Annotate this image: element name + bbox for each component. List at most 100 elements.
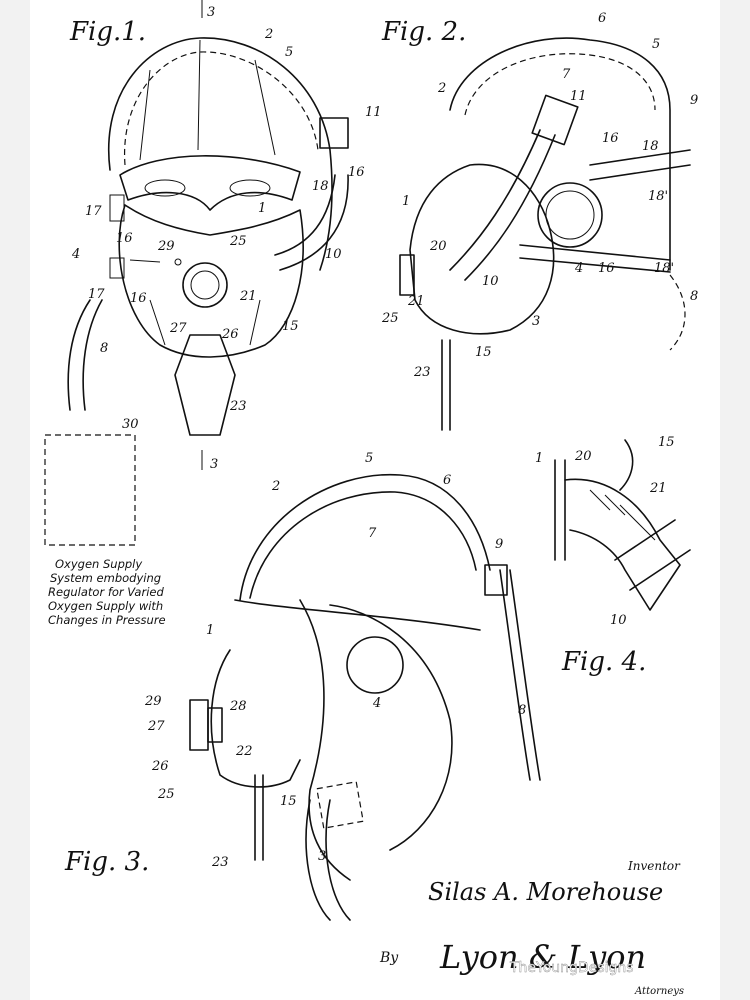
valve-insert [207,707,223,743]
ref-number: 23 [211,855,229,870]
tube-23-section [254,774,264,861]
ref-number: 16 [602,131,619,146]
helmet-shell [239,473,491,601]
ref-number: 16 [348,165,365,180]
hose-clamp-side [531,94,579,146]
ref-number: 21 [239,289,257,304]
mask-front-plate [399,254,415,296]
ref-number: 3 [318,849,326,864]
ref-number: 7 [562,67,571,82]
ref-number: 5 [652,37,660,52]
helmet-rim [234,599,481,631]
connector-hatching [589,489,656,541]
fig4-label: Fig. 4. [561,647,646,677]
ref-number: 18' [654,261,674,276]
ref-number: 21 [407,294,425,309]
patent-drawing: Fig.1. 3 2 5 [44,0,698,997]
ref-number: 25 [381,311,399,326]
fig3-reference-numbers: 5 2 6 7 9 1 4 8 29 28 27 22 26 25 15 23 … [144,451,526,870]
strap-upper [589,149,691,181]
helmet-outline-side [449,37,671,271]
mask-body [118,204,304,358]
ref-number: 25 [157,787,175,802]
figure-3: Fig. 3. 5 2 6 7 9 1 4 8 29 28 27 22 26 2… [64,451,541,921]
fig4-reference-numbers: 1 20 15 21 10 [535,435,675,628]
strap-buckle-left-upper [109,194,125,222]
mask-wall [554,459,566,561]
ref-number: 11 [365,105,382,120]
ref-number: 5 [285,45,293,60]
attorney-signature: Lyon & Lyon [439,938,646,976]
goggle-frame [119,155,301,211]
helmet-inner-seam [124,51,319,166]
figure-4: Fig. 4. 1 20 15 21 10 [535,435,691,677]
side-flap [329,604,453,851]
signature-block: Inventor Silas A. Morehouse By Lyon & Ly… [379,859,684,997]
ref-number: 3 [207,5,215,20]
ear-cup-inner [545,190,595,240]
ref-number: 23 [413,365,431,380]
figure-2: Fig. 2. 6 5 7 2 11 9 18 16 18' 1 20 10 4… [381,11,698,431]
tube-23-side [441,339,451,431]
fig2-reference-numbers: 6 5 7 2 11 9 18 16 18' 1 20 10 4 16 18' … [381,11,698,380]
ref-number: 6 [443,473,451,488]
ref-number: 5 [365,451,373,466]
ref-number: 27 [147,719,165,734]
watermark: TheYoungDesigns [509,960,634,976]
helmet-liner [249,491,477,599]
ref-number: 2 [437,81,446,96]
line-8-side [669,274,686,351]
ref-number: 8 [100,341,108,356]
strap-lower [519,244,671,273]
box-note-line: Regulator for Varied [48,585,164,599]
ear-opening [346,636,404,694]
ref-number: 7 [368,526,377,541]
supply-line [67,299,103,411]
ref-number: 23 [229,399,247,414]
ref-number: 18 [312,179,329,194]
ref-number: 22 [235,744,253,759]
ref-number: 21 [649,481,667,496]
ref-number: 1 [258,201,266,216]
ref-number: 20 [574,449,592,464]
mask-section [210,649,301,788]
ref-number: 10 [610,613,627,628]
mask-body-side [409,163,555,335]
oxygen-supply-box [44,434,136,546]
ref-number: 30 [122,417,139,432]
ref-number: 6 [598,11,606,26]
hose-side [449,129,556,281]
box-note-line: Oxygen Supply with [48,599,163,613]
ear-cup [537,182,603,248]
ref-number: 8 [690,289,698,304]
ref-number: 11 [570,89,587,104]
figure-1: Fig.1. 3 2 5 [44,0,382,627]
ref-number: 8 [518,703,526,718]
ref-number: 16 [598,261,615,276]
hose-clamp [319,117,349,149]
valve-screw [174,258,182,266]
ref-number: 17 [88,287,105,302]
left-eye [144,179,186,197]
ref-number: 1 [206,623,214,638]
helmet-inner-seam-side [464,53,656,116]
face-outline [299,599,351,881]
ref-number: 4 [574,261,583,276]
attorneys-label: Attorneys [634,986,684,997]
box-note-line: System embodying [50,571,161,585]
chin-pad [316,781,364,829]
ref-number: 10 [482,274,499,289]
ref-number: 16 [130,291,147,306]
ref-number: 15 [280,794,297,809]
fig3-label: Fig. 3. [64,847,149,877]
ref-number: 29 [144,694,162,709]
ref-number: 25 [229,234,247,249]
ref-number: 9 [495,537,503,552]
ref-number: 4 [71,247,80,262]
ref-number: 29 [157,239,175,254]
ref-number: 4 [372,696,381,711]
oxygen-hose-lower [279,174,349,271]
ref-number: 9 [690,93,698,108]
ref-number: 3 [532,314,540,329]
helmet-outline [107,37,333,271]
